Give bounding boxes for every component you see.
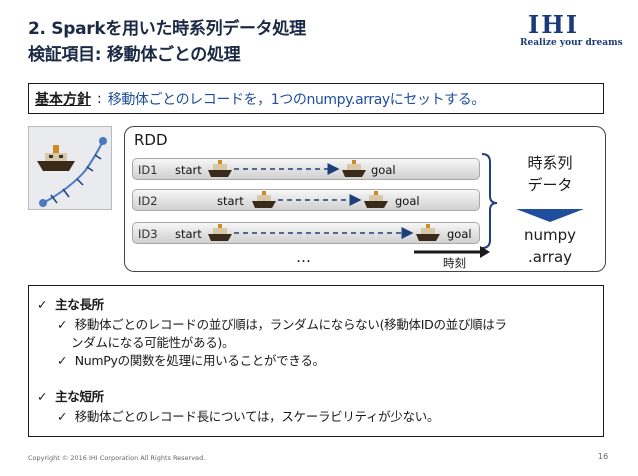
numpy-line2: .array xyxy=(527,248,573,266)
pros-cons-box: ✓ 主な長所 ✓ 移動体ごとのレコードの並び順は，ランダムにならない(移動体ID… xyxy=(28,285,604,437)
numpy-array-label: numpy .array xyxy=(508,224,592,268)
ship-track-illustration xyxy=(37,137,107,207)
numpy-line1: numpy xyxy=(523,226,577,244)
ship-goal-icon xyxy=(364,191,388,208)
pros-item-1: ✓ 移動体ごとのレコードの並び順は，ランダムにならない(移動体IDの並び順はラ xyxy=(57,317,507,332)
rdd-label: RDD xyxy=(134,131,168,149)
row-start-label: start xyxy=(175,227,202,241)
rdd-panel xyxy=(124,126,606,272)
right-brace xyxy=(481,153,498,249)
track-start-dot xyxy=(39,199,47,207)
time-axis-label: 時刻 xyxy=(443,256,466,270)
timeseries-line2: データ xyxy=(527,176,573,194)
checkmark-icon: ✓ xyxy=(57,317,68,332)
row-goal-label: goal xyxy=(371,163,396,177)
pros-item-1-cont: ンダムになる可能性がある)。 xyxy=(71,335,235,350)
row-start-label: start xyxy=(175,163,202,177)
policy-separator: : xyxy=(97,90,102,107)
cons-item-1: ✓ 移動体ごとのレコード長については，スケーラビリティが少ない。 xyxy=(57,409,440,424)
policy-text: 移動体ごとのレコードを，1つのnumpy.arrayにセットする。 xyxy=(107,91,486,108)
slide-subtitle: 検証項目: 移動体ごとの処理 xyxy=(28,45,241,65)
row-goal-label: goal xyxy=(395,194,420,208)
ship-start-icon xyxy=(252,191,276,208)
ship-icon xyxy=(37,145,75,171)
ship-start-icon xyxy=(208,224,232,241)
timeseries-label: 時系列 データ xyxy=(514,152,586,196)
company-logo: IHI xyxy=(528,10,580,39)
row-start-label: start xyxy=(217,194,244,208)
checkmark-icon: ✓ xyxy=(37,389,48,404)
cons-heading: ✓ 主な短所 xyxy=(37,389,104,404)
copyright: Copyright © 2016 IHI Corporation All Rig… xyxy=(28,454,206,462)
pros-heading: ✓ 主な長所 xyxy=(37,297,104,312)
map-thumbnail xyxy=(28,126,112,210)
track-end-dot xyxy=(99,137,107,145)
more-rows-ellipsis: … xyxy=(296,248,311,266)
row-id: ID3 xyxy=(138,227,158,241)
checkmark-icon: ✓ xyxy=(37,297,48,312)
policy-box: 基本方針 : 移動体ごとのレコードを，1つのnumpy.arrayにセットする。 xyxy=(28,83,604,114)
ship-start-icon xyxy=(208,160,232,177)
track-line xyxy=(42,140,104,204)
row-goal-label: goal xyxy=(447,227,472,241)
slide-title: 2. Sparkを用いた時系列データ処理 xyxy=(28,19,306,39)
row-id: ID1 xyxy=(138,163,158,177)
policy-label: 基本方針 xyxy=(35,91,91,108)
timeseries-line1: 時系列 xyxy=(527,154,573,172)
conversion-arrow xyxy=(516,209,584,222)
checkmark-icon: ✓ xyxy=(57,409,68,424)
track-ticks xyxy=(50,154,102,204)
ship-goal-icon xyxy=(416,224,440,241)
page-number: 16 xyxy=(598,452,609,461)
row-id: ID2 xyxy=(138,194,158,208)
pros-item-2: ✓ NumPyの関数を処理に用いることができる。 xyxy=(57,353,325,368)
company-tagline: Realize your dreams xyxy=(520,38,623,48)
checkmark-icon: ✓ xyxy=(57,353,68,368)
ship-goal-icon xyxy=(342,160,366,177)
